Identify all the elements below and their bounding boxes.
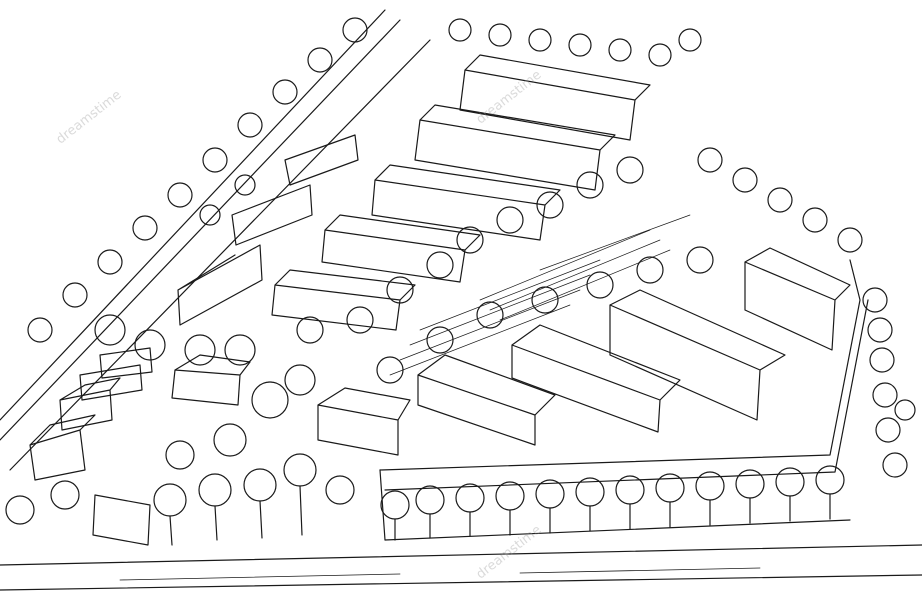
trees-inner: [94, 156, 714, 419]
houses-left: [29, 347, 251, 546]
trees-left-row: [27, 17, 368, 343]
bottom-road: [0, 544, 922, 591]
left-street: [0, 9, 431, 471]
site-boundary: [379, 259, 869, 541]
trees-lower-left: [5, 423, 355, 546]
trees-bottom-row: [380, 465, 845, 541]
row-buildings-upper: [177, 54, 651, 331]
row-buildings-lower: [317, 247, 851, 456]
trees-top-row: [448, 18, 702, 67]
trees-right-row: [697, 147, 916, 478]
